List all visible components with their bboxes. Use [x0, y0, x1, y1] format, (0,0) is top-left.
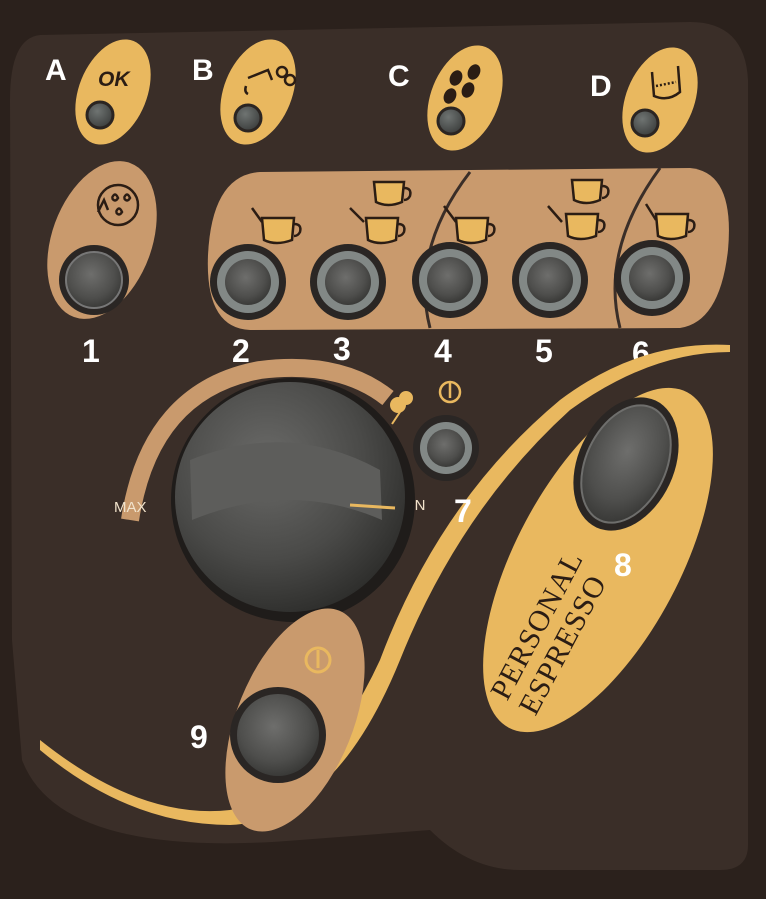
indicator-label-a: A — [45, 54, 67, 87]
indicator-label-d: D — [590, 70, 612, 103]
button-3-double-espresso[interactable] — [310, 244, 386, 320]
steam-tap-icon — [244, 65, 297, 96]
button-number-1: 1 — [82, 333, 100, 369]
descale-drops-icon — [96, 183, 140, 227]
button-9-power[interactable] — [230, 687, 326, 783]
water-tank-icon — [650, 65, 682, 100]
button-number-4: 4 — [434, 333, 452, 369]
button-2-single-espresso[interactable] — [210, 244, 286, 320]
button-4-single-coffee[interactable] — [412, 242, 488, 318]
dial-arc — [121, 359, 394, 522]
button-number-2: 2 — [232, 333, 250, 369]
ok-icon: OK — [98, 68, 131, 91]
dial-max-label: MAX — [114, 499, 147, 516]
button-number-9: 9 — [190, 719, 208, 755]
button-7-steam[interactable] — [413, 415, 479, 481]
indicator-label-c: C — [388, 60, 410, 93]
single-cup-icon-4 — [443, 205, 496, 245]
button-number-8: 8 — [614, 547, 632, 583]
power-icon — [438, 380, 462, 404]
indicator-c-led — [436, 106, 466, 136]
indicator-label-b: B — [192, 54, 214, 87]
double-cup-icon-5 — [547, 178, 610, 241]
steam-knob[interactable] — [171, 378, 415, 622]
double-cup-icon — [349, 180, 412, 245]
button-1[interactable] — [59, 245, 129, 315]
button-6-long-coffee[interactable] — [614, 240, 690, 316]
steam-icon — [390, 391, 413, 425]
coffee-beans-icon — [443, 64, 481, 104]
single-cup-icon — [250, 207, 302, 245]
single-cup-icon-6 — [644, 203, 696, 241]
band-divider-2 — [613, 167, 662, 329]
button-5-double-coffee[interactable] — [512, 242, 588, 318]
button-number-7: 7 — [454, 493, 472, 529]
indicator-a-led — [85, 100, 115, 130]
power-icon-main — [304, 646, 332, 674]
button-number-5: 5 — [535, 333, 553, 369]
button-8-personal-espresso[interactable] — [553, 380, 699, 547]
button-number-3: 3 — [333, 331, 351, 367]
indicator-b-led — [233, 103, 263, 133]
indicator-d-led — [630, 108, 660, 138]
